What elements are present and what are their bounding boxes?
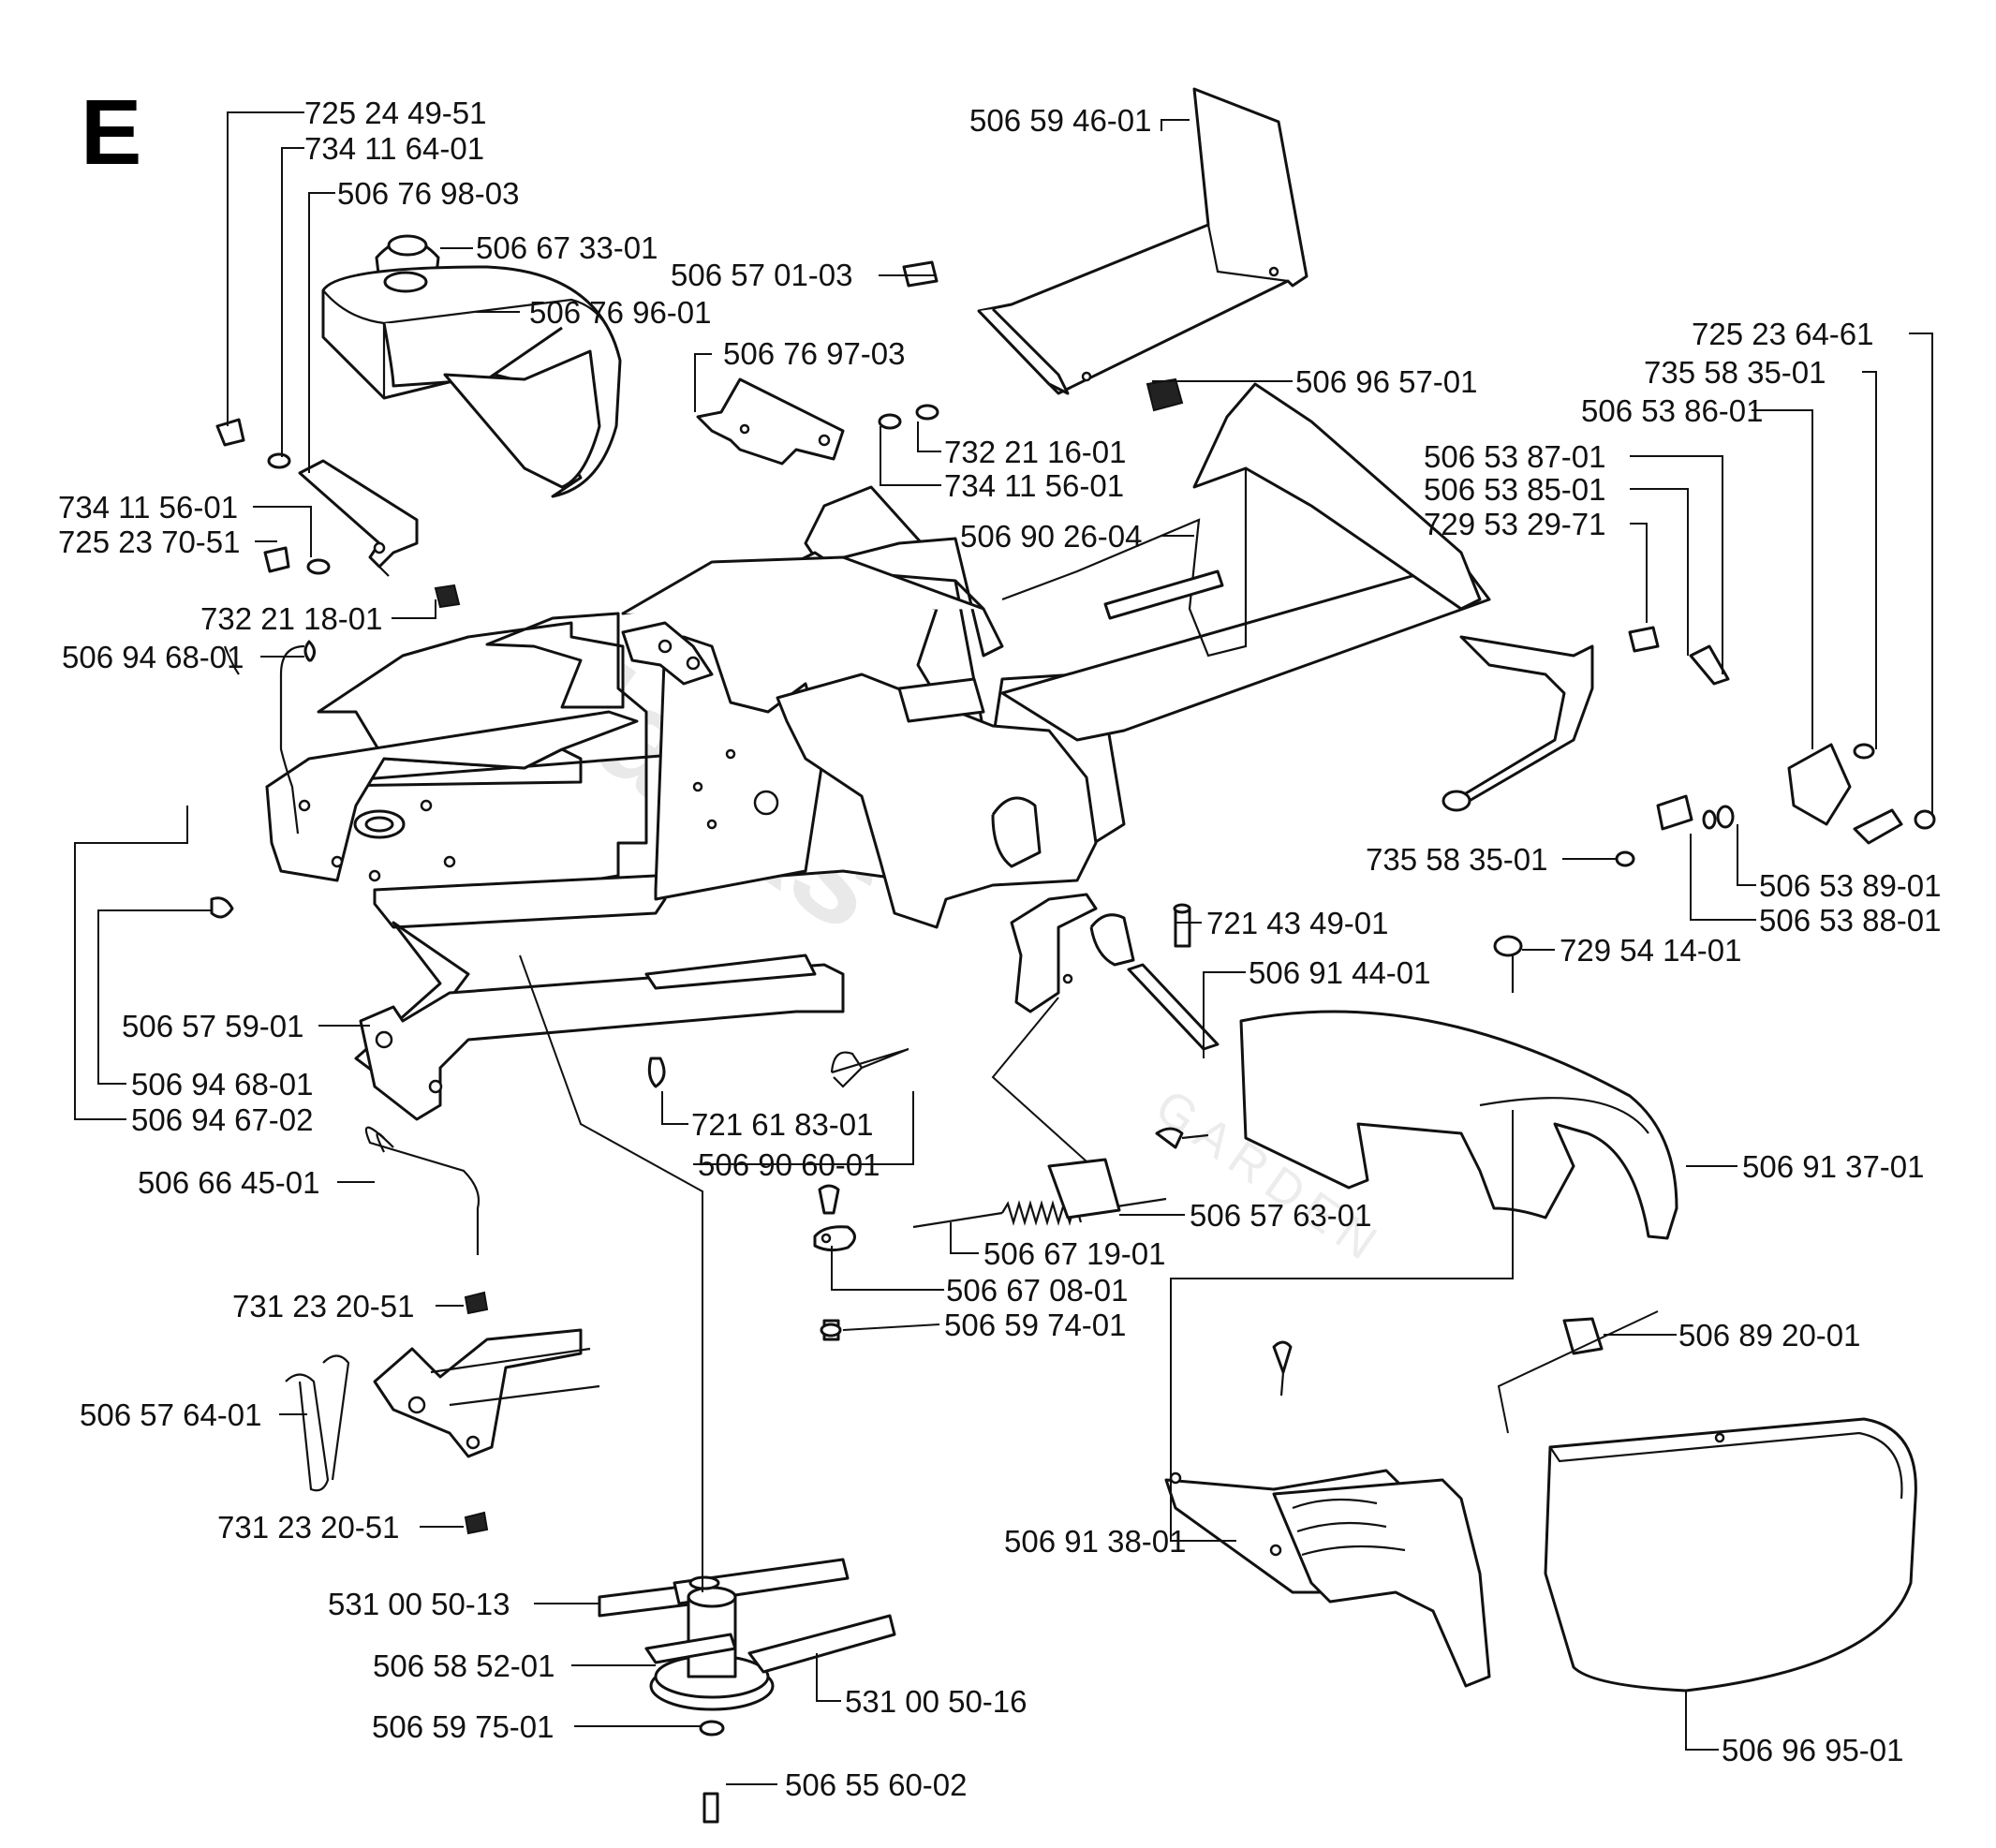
tank-bracket-left [298,459,419,577]
callout-label: 506 89 20-01 [1678,1318,1861,1353]
callout-label: 721 61 83-01 [691,1107,874,1142]
callout-label: 506 90 60-01 [698,1147,880,1182]
callout-label: 506 96 57-01 [1295,364,1478,399]
nuts [464,1291,489,1535]
tension-spring [813,1158,1167,1252]
callout-label: 735 58 35-01 [1644,355,1826,390]
tank-bracket-right [696,377,845,466]
callout-label: 506 91 44-01 [1249,955,1431,990]
lower-bracket [373,1328,600,1458]
parts [210,87,1936,1824]
callout-label: 506 76 96-01 [529,295,712,330]
callout-label: 725 23 70-51 [58,525,241,559]
callout-label: 732 21 16-01 [944,435,1127,469]
callout-label: 506 67 08-01 [946,1273,1129,1308]
callout-label: 506 57 01-03 [671,258,853,292]
callout-label: 506 96 95-01 [1722,1733,1904,1767]
leader-lines [74,111,1933,1785]
callout-label: 506 53 87-01 [1424,439,1606,474]
hairpin-spring [647,1047,909,1088]
callout-label: 725 24 49-51 [304,96,487,130]
callout-label: 735 58 35-01 [1366,842,1548,877]
callout-label: 506 66 45-01 [138,1165,320,1200]
callout-label: 506 53 86-01 [1581,393,1764,428]
callout-label: 506 57 64-01 [80,1397,262,1432]
main-frame [265,382,1594,1121]
callout-label: 506 67 19-01 [983,1236,1166,1271]
callout-label: 729 54 14-01 [1560,933,1742,968]
side-panel [1544,1417,1917,1693]
callout-label: 729 53 29-71 [1424,507,1606,541]
callout-label: 506 59 75-01 [372,1709,554,1744]
rear-cover [1239,1010,1678,1240]
callout-label: 734 11 56-01 [944,468,1124,503]
pivot-pins [1089,903,1220,1051]
clip-wire [210,640,316,919]
callout-label: 506 53 85-01 [1424,472,1606,507]
callout-label: 506 76 97-03 [723,336,906,371]
callout-label: 506 90 26-04 [960,519,1143,554]
top-shield [977,87,1308,395]
section-letter: E [81,81,141,184]
callout-label: 506 58 52-01 [373,1648,555,1683]
callout-label: 506 53 89-01 [1759,868,1942,903]
fuel-tank [321,265,622,498]
callout-label: 734 11 64-01 [304,131,484,166]
pulley-assembly [598,1558,896,1824]
callout-label: 506 53 88-01 [1759,903,1942,938]
callout-label: 506 59 74-01 [944,1308,1127,1342]
callout-label: 506 57 63-01 [1190,1198,1372,1233]
callout-label: 506 67 33-01 [476,230,658,265]
floor-grille [1164,1469,1491,1688]
callout-label: 506 55 60-02 [785,1767,968,1802]
callout-label: 506 91 38-01 [1004,1524,1187,1559]
callout-label: 731 23 20-51 [217,1510,400,1545]
callout-label: 731 23 20-51 [232,1289,415,1323]
callout-label: 734 11 56-01 [58,490,238,525]
callout-label: 721 43 49-01 [1206,906,1389,940]
callout-label: 506 76 98-03 [337,176,520,211]
callout-label: 506 94 67-02 [131,1102,314,1137]
callout-label: 531 00 50-13 [328,1587,510,1621]
callout-label: 506 94 68-01 [62,640,244,674]
callout-label: 506 57 59-01 [122,1009,304,1043]
callout-label: 725 23 64-61 [1692,317,1874,351]
callout-label: 506 91 37-01 [1742,1149,1925,1184]
callout-label: 506 59 46-01 [969,103,1152,138]
callout-label: 732 21 18-01 [200,601,383,636]
callout-labels: 725 24 49-51 734 11 64-01 506 76 98-03 5… [58,96,1942,1802]
hardware [215,260,1936,1397]
rod-j-bolt [364,1126,481,1255]
u-rod [285,1354,350,1492]
callout-label: 531 00 50-16 [845,1684,1028,1719]
callout-label: 506 94 68-01 [131,1067,314,1101]
